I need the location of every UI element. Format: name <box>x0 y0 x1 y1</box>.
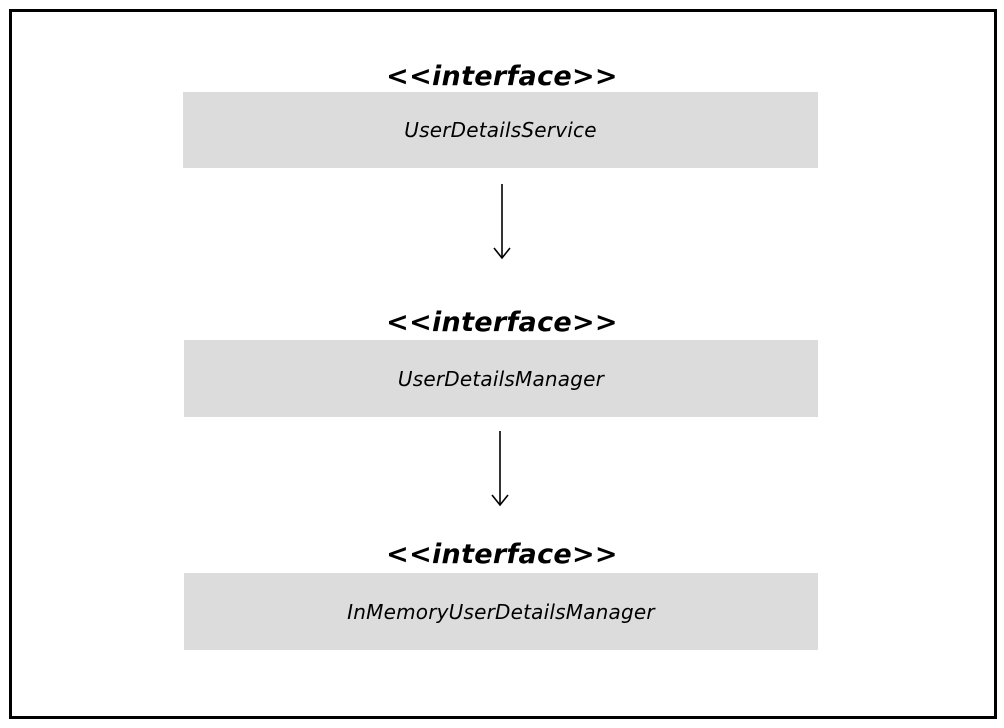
stereotype-label-2: <<interface>> <box>386 307 618 338</box>
interface-name-user-details-manager: UserDetailsManager <box>397 366 605 391</box>
interface-name-inmemory-user-details-manager: InMemoryUserDetailsManager <box>347 599 655 624</box>
interface-box-user-details-service: UserDetailsService <box>183 92 818 168</box>
interface-name-user-details-service: UserDetailsService <box>404 118 597 142</box>
stereotype-label-3: <<interface>> <box>386 539 618 570</box>
arrow-service-to-manager <box>493 184 511 260</box>
arrow-manager-to-inmemory <box>491 431 509 507</box>
interface-box-inmemory-user-details-manager: InMemoryUserDetailsManager <box>184 573 818 650</box>
interface-box-user-details-manager: UserDetailsManager <box>184 340 818 417</box>
stereotype-label-1: <<interface>> <box>386 61 618 92</box>
